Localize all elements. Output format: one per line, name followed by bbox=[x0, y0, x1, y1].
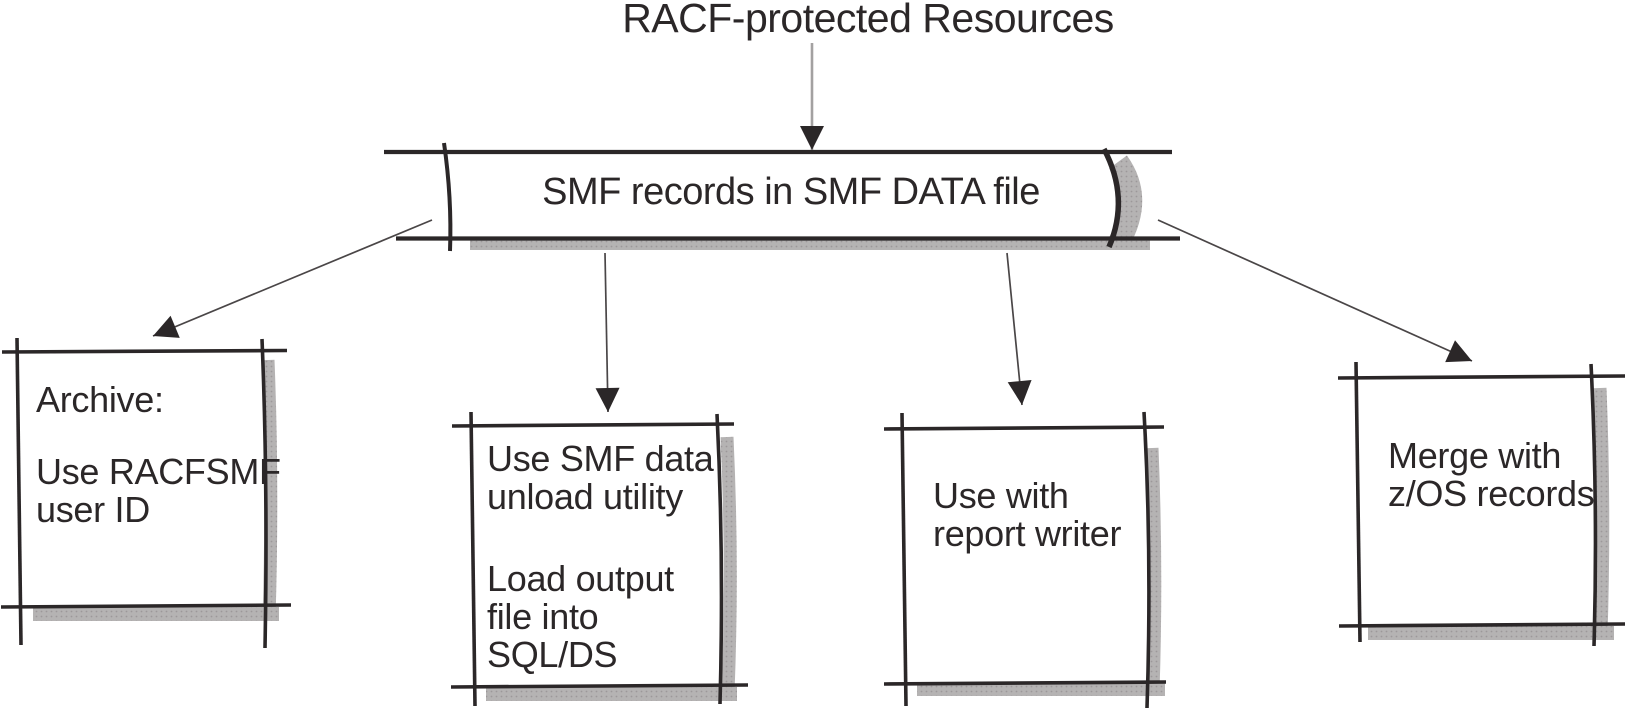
datastore-label: SMF records in SMF DATA file bbox=[542, 171, 1040, 213]
box-unload-top-line bbox=[451, 422, 735, 428]
box-unload-line: Use SMF data bbox=[487, 438, 714, 479]
box-unload-right-line bbox=[715, 413, 724, 705]
box-merge-line: Merge with bbox=[1388, 435, 1562, 476]
box-merge-bottom-line bbox=[1338, 622, 1626, 628]
box-report-top-line bbox=[883, 425, 1165, 431]
box-archive-text: Archive: Use RACFSMF user ID bbox=[36, 381, 281, 529]
box-merge-line: z/OS records bbox=[1388, 473, 1595, 514]
box-archive-line: Use RACFSMF bbox=[36, 451, 281, 492]
box-report-outline bbox=[883, 411, 1167, 709]
box-archive-right-line bbox=[260, 338, 268, 649]
arrow-datastore-to-merge-icon bbox=[1157, 219, 1473, 363]
box-merge-outline bbox=[1337, 361, 1626, 647]
box-report-left-line bbox=[900, 412, 908, 707]
connectors bbox=[152, 43, 1473, 413]
box-unload-bottom-line bbox=[450, 683, 749, 689]
box-report-line: report writer bbox=[933, 513, 1122, 554]
datastore-shape bbox=[384, 142, 1180, 252]
page-title: RACF-protected Resources bbox=[622, 0, 1114, 41]
datastore-right-edge bbox=[1101, 147, 1122, 249]
box-unload-line: Load output bbox=[487, 558, 674, 599]
arrow-datastore-to-archive-icon bbox=[152, 219, 433, 338]
box-merge-right-shadow bbox=[1593, 387, 1610, 636]
box-unload-left-line bbox=[469, 411, 477, 707]
box-report-right-line bbox=[1142, 411, 1151, 709]
datastore-left-edge bbox=[442, 142, 453, 252]
box-report-line: Use with bbox=[933, 475, 1069, 516]
arrow-datastore-to-report-icon bbox=[1006, 252, 1032, 406]
box-report-bottom-line bbox=[883, 680, 1167, 686]
box-merge-top-line bbox=[1337, 374, 1626, 380]
box-archive-line: Archive: bbox=[36, 379, 164, 420]
box-unload-outline bbox=[450, 411, 749, 707]
box-archive-top-line bbox=[1, 348, 288, 354]
box-merge-right-line bbox=[1589, 363, 1598, 647]
box-merge-text: Merge with z/OS records bbox=[1388, 435, 1595, 514]
box-unload-line: SQL/DS bbox=[487, 634, 618, 675]
box-report-text: Use with report writer bbox=[933, 477, 1121, 553]
box-archive-outline bbox=[0, 337, 292, 649]
box-archive-right-shadow bbox=[261, 359, 278, 620]
box-unload-text: Use SMF data unload utility Load output … bbox=[487, 438, 714, 675]
box-merge-left-line bbox=[1354, 361, 1362, 643]
box-report-right-shadow bbox=[1145, 447, 1162, 693]
box-unload-line: unload utility bbox=[487, 476, 683, 517]
arrow-datastore-to-unload-icon bbox=[595, 252, 620, 413]
box-archive-left-line bbox=[15, 337, 23, 646]
box-unload-right-shadow bbox=[720, 436, 737, 694]
box-unload-line: file into bbox=[487, 596, 599, 637]
box-archive-line: user ID bbox=[36, 489, 150, 530]
datastore-right-shadow bbox=[1108, 155, 1143, 248]
box-archive-bottom-line bbox=[0, 603, 292, 609]
